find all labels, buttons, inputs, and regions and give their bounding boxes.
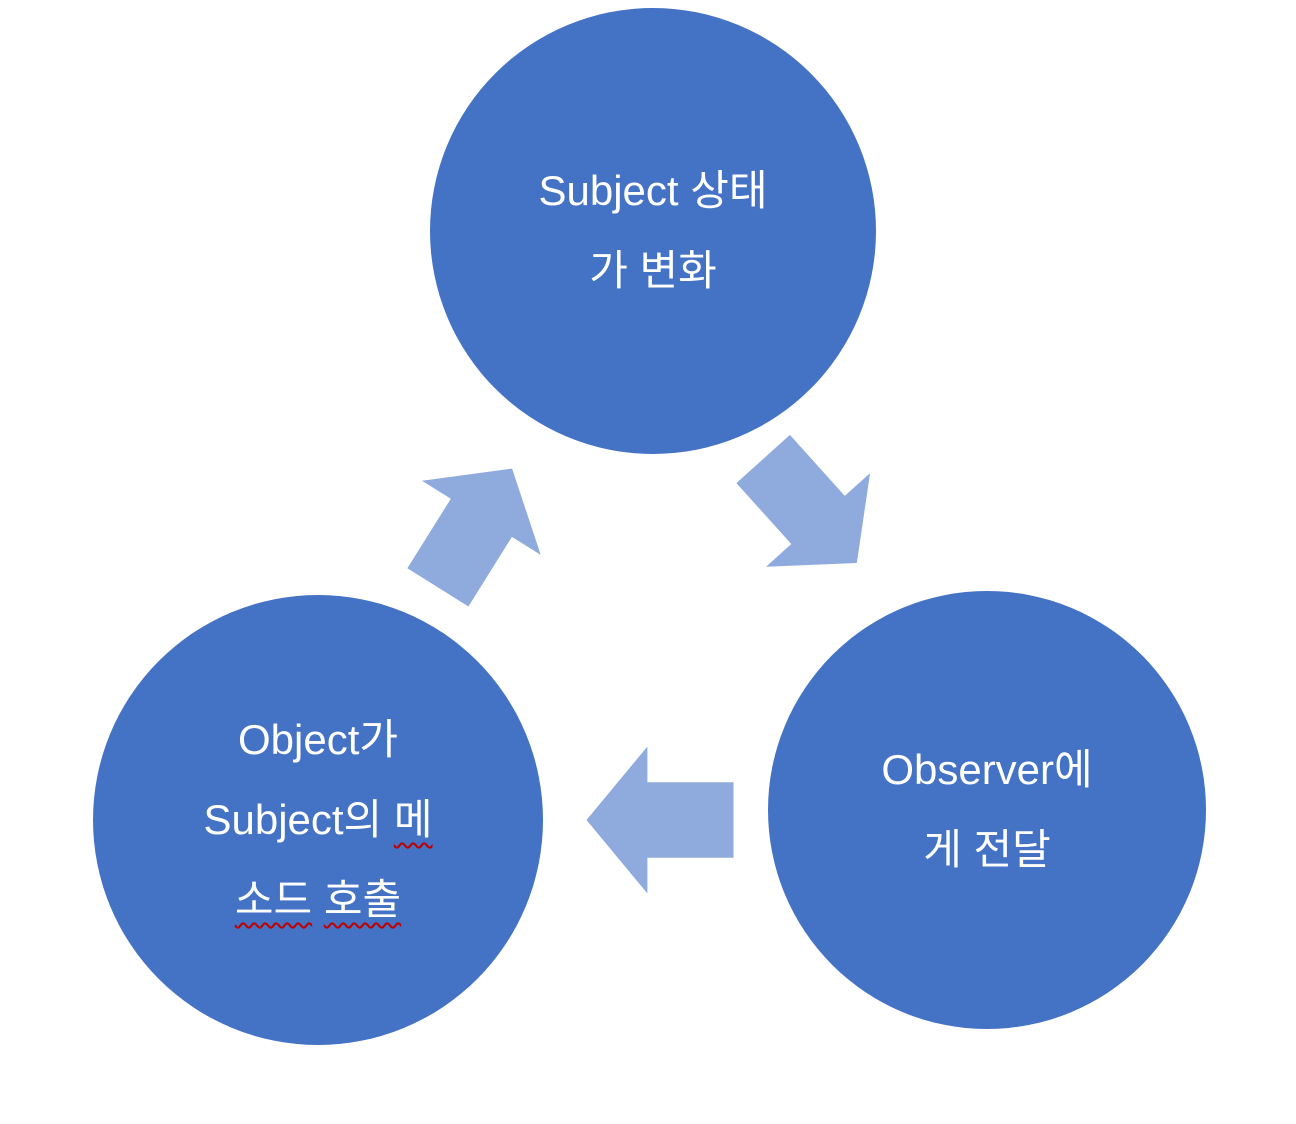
node-text-line: Observer에: [881, 746, 1093, 793]
node-text-line: 소드 호출: [235, 860, 401, 940]
node-text-line: Subject의 메: [203, 780, 432, 860]
arrow-subject-to-observer-icon: [736, 434, 871, 567]
node-text-line: 가 변화: [589, 247, 717, 294]
node-text-line: Object가: [237, 716, 399, 763]
node-notify-observer: Observer에 게 전달: [768, 591, 1206, 1029]
node-object-calls-subject: Object가 Subject의 메 소드 호출: [93, 595, 543, 1045]
node-text-segment-misspelled: 소드: [234, 876, 313, 923]
node-text-line: 게 전달: [923, 826, 1051, 873]
node-subject-state-change: Subject 상태 가 변화: [430, 8, 876, 454]
node-text-segment: Subject의: [203, 796, 383, 843]
arrow-observer-to-object-icon: [586, 746, 734, 894]
node-text-segment-misspelled: 메: [393, 796, 433, 843]
arrow-object-to-subject-icon: [407, 468, 541, 607]
node-text-segment-misspelled: 호출: [323, 876, 402, 923]
node-text-line: Subject 상태: [538, 167, 768, 214]
